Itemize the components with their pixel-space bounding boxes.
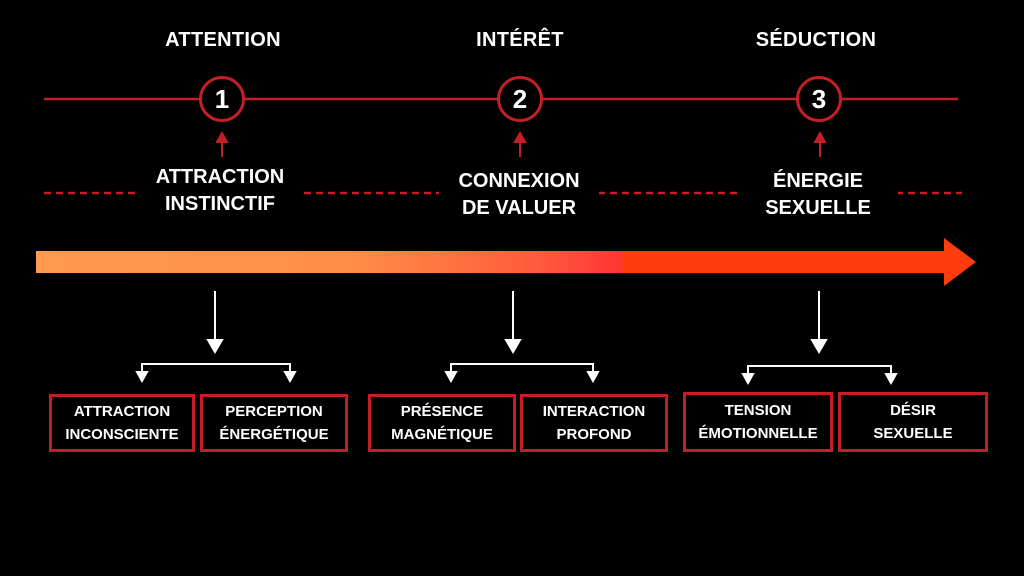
step-circle-3: 3 [796,76,842,122]
trait-label-2: CONNEXION DE VALUER [439,168,599,222]
trait-line: DE VALUER [461,197,577,219]
box-line: PERCEPTION [225,403,323,420]
progress-arrow-head [944,238,976,286]
step-number-1: 1 [214,83,230,114]
box-attraction-inconsciente: ATTRACTION INCONSCIENTE [49,394,195,452]
branch-connectors [135,291,898,386]
box-perception-energetique: PERCEPTION ÉNERGÉTIQUE [200,394,348,452]
box-line: ATTRACTION [73,403,171,420]
box-tension-emotionnelle: TENSION ÉMOTIONNELLE [683,392,833,452]
box-line: INCONSCIENTE [65,426,179,443]
box-line: PROFOND [556,426,632,443]
box-line: ÉNERGÉTIQUE [219,426,329,443]
box-interaction-profond: INTERACTION PROFOND [520,394,668,452]
trait-line: SEXUELLE [765,197,871,219]
box-line: MAGNÉTIQUE [391,426,493,443]
stage-title-seduction: SÉDUCTION [755,29,877,51]
box-line: ÉMOTIONNELLE [698,425,818,442]
step-circle-1: 1 [199,76,245,122]
box-line: DÉSIR [890,402,936,419]
box-line: TENSION [724,402,792,419]
trait-line: ÉNERGIE [772,170,864,192]
stage-title-interet: INTÉRÊT [476,29,564,51]
up-arrows [215,130,827,157]
step-number-2: 2 [512,83,528,114]
trait-label-1: ATTRACTION INSTINCTIF [140,164,300,218]
step-number-3: 3 [811,83,827,114]
trait-line: INSTINCTIF [165,193,275,215]
box-line: PRÉSENCE [400,403,484,420]
box-line: SEXUELLE [873,425,953,442]
stage-title-attention: ATTENTION [165,29,281,51]
box-line: INTERACTION [542,403,646,420]
trait-label-3: ÉNERGIE SEXUELLE [738,168,898,222]
trait-line: CONNEXION [458,170,580,192]
box-presence-magnetique: PRÉSENCE MAGNÉTIQUE [368,394,516,452]
box-desir-sexuelle: DÉSIR SEXUELLE [838,392,988,452]
step-circle-2: 2 [497,76,543,122]
trait-line: ATTRACTION [155,166,285,188]
progress-arrow-shaft [36,251,948,273]
